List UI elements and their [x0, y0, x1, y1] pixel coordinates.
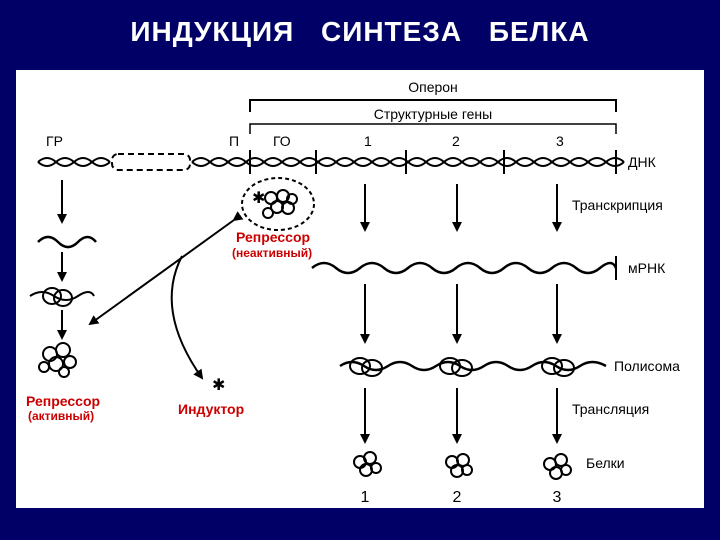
protein-1-glyph [353, 451, 382, 477]
structural-genes-label: Структурные гены [374, 106, 492, 122]
protein-3-number: 3 [553, 489, 562, 506]
translation-label: Трансляция [572, 401, 649, 417]
regulator-polysome [29, 287, 95, 307]
mrna-label: мРНК [628, 260, 666, 276]
inactive-repressor-label: Репрессор [236, 229, 310, 245]
active-repressor-label: Репрессор [26, 393, 100, 409]
operon-label: Оперон [408, 79, 458, 95]
gene-2-label: 2 [452, 133, 460, 149]
active-repressor-glyph [38, 342, 77, 378]
operon-bracket: Оперон [249, 79, 617, 112]
gene-1-label: 1 [364, 133, 372, 149]
proteins-label: Белки [586, 455, 625, 471]
protein-2-glyph [445, 453, 473, 478]
regulator-gene-label: ГР [46, 133, 63, 149]
operon-diagram: Оперон Структурные гены ГР П ГО 1 2 3 ДН… [26, 79, 680, 506]
inactive-repressor-complex: ✱ [241, 177, 315, 231]
slide-title: ИНДУКЦИЯ СИНТЕЗА БЕЛКА [130, 16, 590, 47]
structural-genes-bracket: Структурные гены [249, 106, 617, 134]
svg-text:✱: ✱ [252, 188, 265, 207]
protein-3-glyph [543, 453, 572, 480]
dna-label: ДНК [628, 154, 657, 170]
mrna-strand [311, 261, 618, 275]
inductor-glyph: ✱ [212, 375, 225, 394]
inductor-label: Индуктор [178, 401, 244, 417]
promoter-label: П [229, 133, 239, 149]
inactive-repressor-note: (неактивный) [232, 246, 312, 260]
polysome-strand [339, 357, 607, 377]
protein-2-number: 2 [453, 489, 462, 506]
inductor-arrow [170, 255, 204, 380]
transcription-label: Транскрипция [572, 197, 663, 213]
repressor-binding-arrow [88, 211, 244, 326]
diagram-panel: Оперон Структурные гены ГР П ГО 1 2 3 ДН… [16, 70, 704, 508]
regulator-mrna [37, 235, 97, 249]
active-repressor-note: (активный) [28, 409, 94, 423]
operator-label: ГО [273, 133, 291, 149]
dna-gap-box [111, 153, 191, 171]
dna-strand [37, 150, 625, 174]
gene-3-label: 3 [556, 133, 564, 149]
protein-1-number: 1 [361, 489, 370, 506]
polysome-label: Полисома [614, 358, 680, 374]
